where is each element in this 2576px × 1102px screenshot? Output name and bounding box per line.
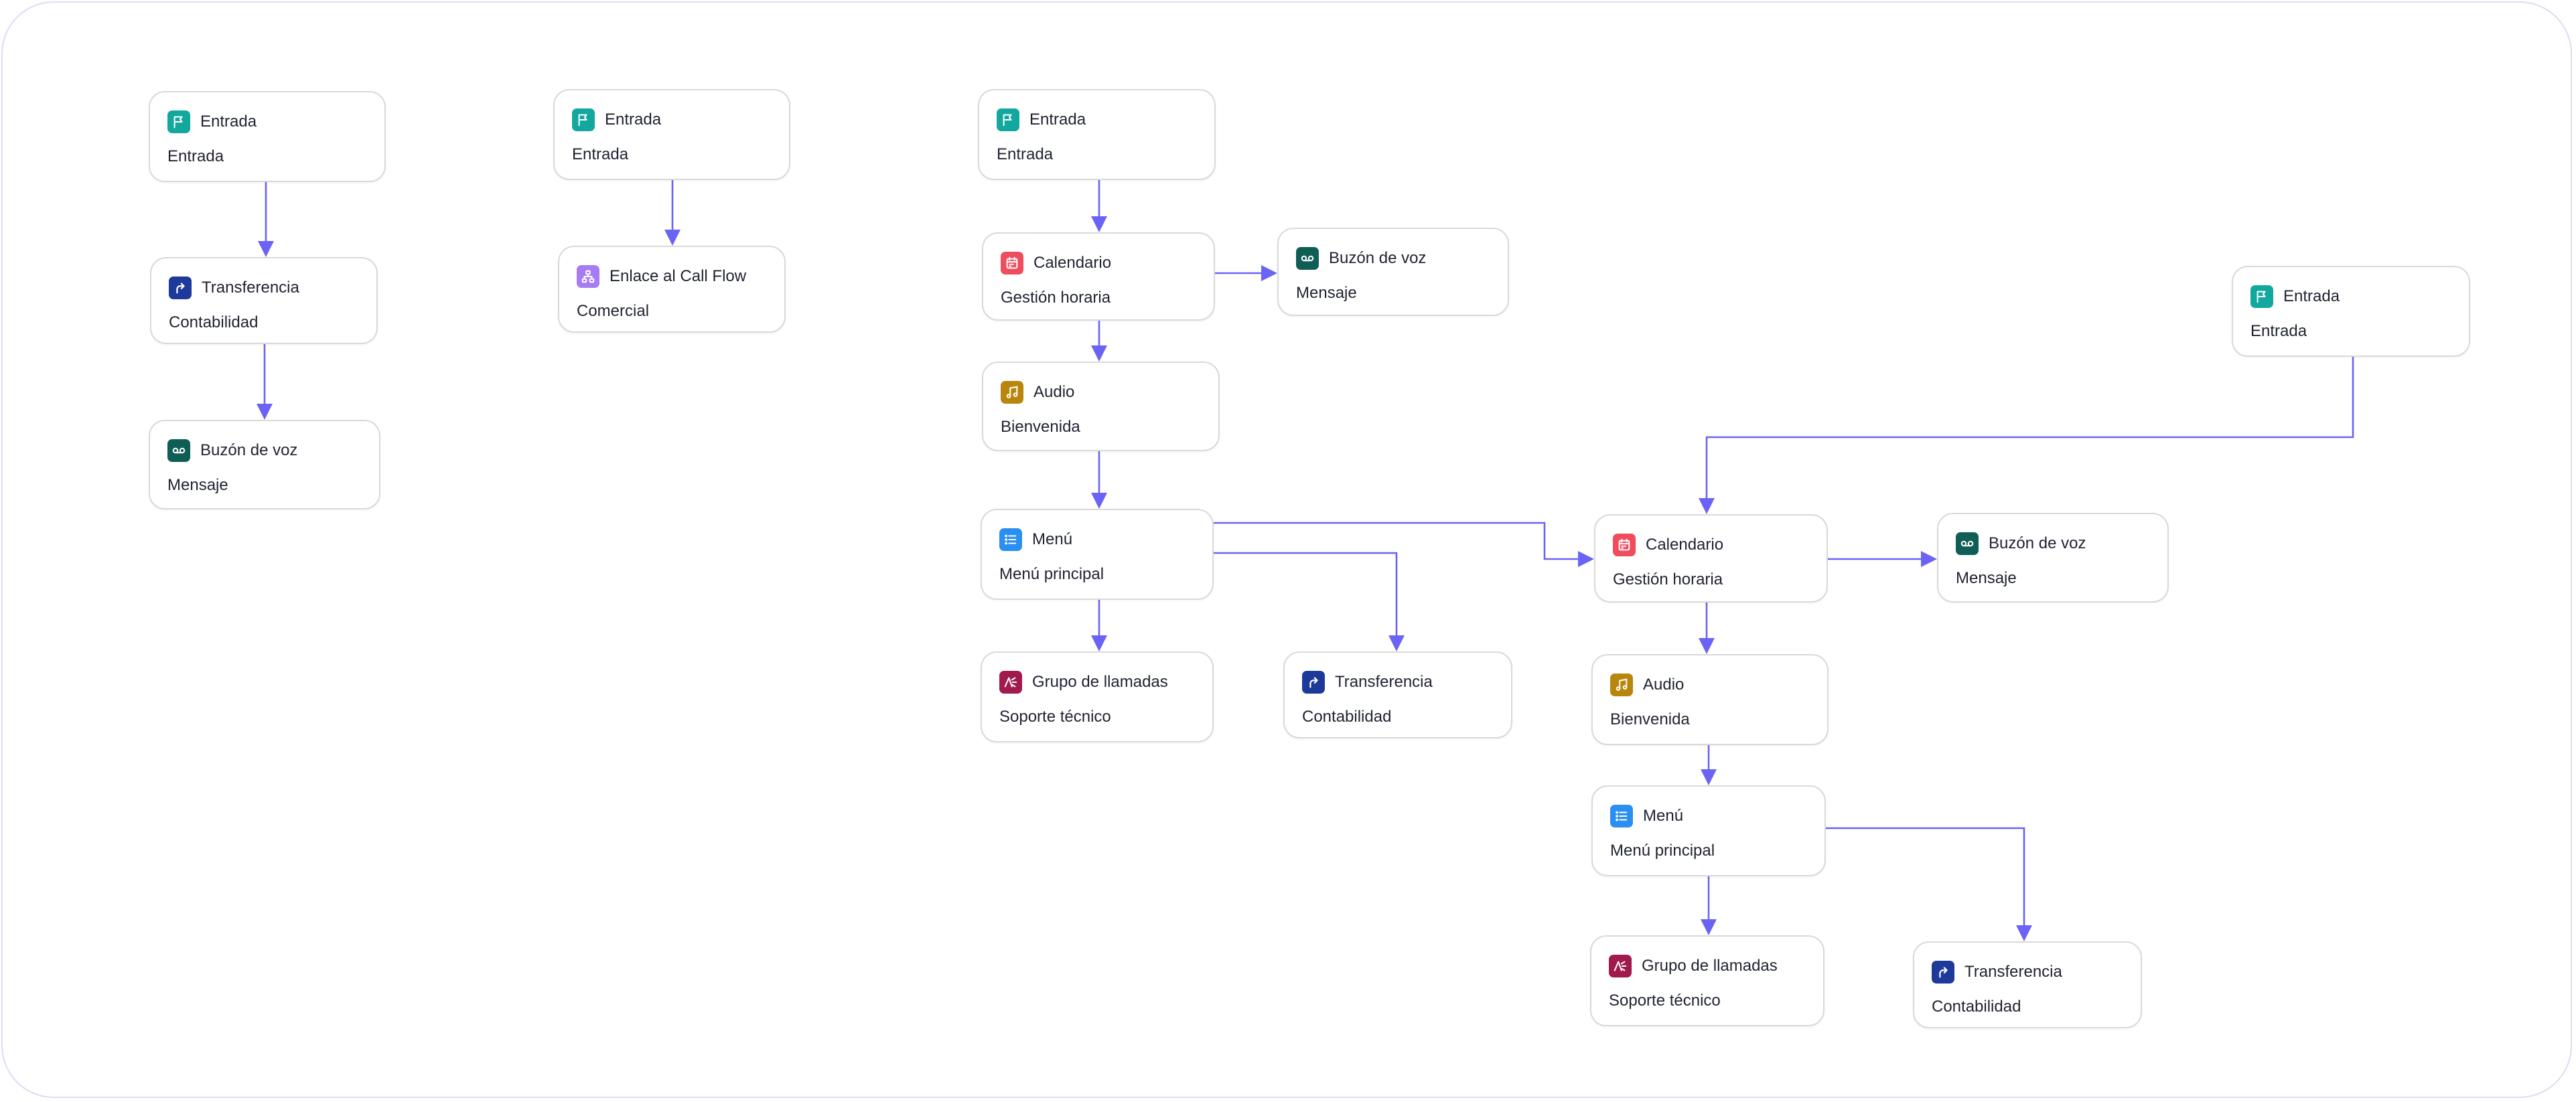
node-type-label: Enlace al Call Flow bbox=[610, 267, 747, 285]
node-header: Grupo de llamadas bbox=[1609, 955, 1778, 977]
node-name-label: Bienvenida bbox=[1610, 710, 1690, 728]
node-name-label: Mensaje bbox=[167, 476, 228, 494]
voicemail-icon bbox=[167, 439, 190, 462]
list-icon bbox=[1610, 805, 1633, 828]
node-header: Menú bbox=[1610, 805, 1683, 828]
node-name-label: Gestión horaria bbox=[1613, 570, 1723, 588]
node-name-label: Entrada bbox=[2250, 322, 2307, 340]
node-header: Audio bbox=[1001, 381, 1074, 404]
node-name-label: Mensaje bbox=[1296, 284, 1357, 302]
node-name-label: Soporte técnico bbox=[1609, 992, 1721, 1010]
node-header: Transferencia bbox=[1302, 671, 1433, 694]
node-header: Buzón de voz bbox=[1956, 532, 2086, 555]
node-type-label: Audio bbox=[1033, 383, 1075, 401]
node-header: Menú bbox=[999, 528, 1072, 551]
list-icon bbox=[999, 528, 1022, 551]
node-type-label: Grupo de llamadas bbox=[1642, 957, 1778, 975]
node-name-label: Comercial bbox=[577, 302, 650, 320]
node-header: Enlace al Call Flow bbox=[577, 265, 746, 288]
node-type-label: Entrada bbox=[605, 110, 662, 129]
transfer-arrow-icon bbox=[169, 277, 192, 299]
node-name-label: Entrada bbox=[572, 145, 629, 163]
call-flow-link-icon bbox=[577, 265, 599, 288]
transfer-arrow-icon bbox=[1932, 961, 1954, 983]
music-note-icon bbox=[1001, 381, 1023, 404]
calendar-icon bbox=[1001, 252, 1023, 274]
node-type-label: Transferencia bbox=[202, 279, 299, 297]
node-type-label: Calendario bbox=[1646, 536, 1724, 554]
node-name-label: Mensaje bbox=[1956, 569, 2017, 587]
node-name-label: Entrada bbox=[167, 147, 224, 165]
node-name-label: Menú principal bbox=[999, 565, 1104, 583]
node-name-label: Contabilidad bbox=[169, 313, 259, 331]
node-type-label: Calendario bbox=[1033, 254, 1112, 272]
node-type-label: Grupo de llamadas bbox=[1032, 673, 1168, 691]
node-header: Transferencia bbox=[169, 277, 299, 299]
node-header: Calendario bbox=[1001, 252, 1111, 274]
call-group-icon bbox=[999, 671, 1022, 694]
node-name-label: Contabilidad bbox=[1302, 708, 1392, 726]
node-name-label: Contabilidad bbox=[1932, 998, 2021, 1016]
node-header: Buzón de voz bbox=[167, 439, 297, 462]
node-type-label: Transferencia bbox=[1964, 963, 2062, 981]
node-header: Entrada bbox=[167, 110, 257, 133]
node-type-label: Entrada bbox=[1029, 110, 1086, 129]
music-note-icon bbox=[1610, 674, 1633, 696]
node-type-label: Audio bbox=[1643, 676, 1685, 694]
flag-icon bbox=[572, 108, 595, 131]
flag-icon bbox=[167, 110, 190, 133]
voicemail-icon bbox=[1296, 247, 1319, 270]
node-type-label: Menú bbox=[1643, 807, 1684, 825]
node-header: Audio bbox=[1610, 674, 1684, 696]
call-group-icon bbox=[1609, 955, 1632, 977]
node-name-label: Menú principal bbox=[1610, 842, 1715, 860]
node-type-label: Transferencia bbox=[1335, 673, 1433, 691]
node-name-label: Bienvenida bbox=[1001, 418, 1080, 436]
node-header: Transferencia bbox=[1932, 961, 2062, 983]
node-type-label: Entrada bbox=[2283, 287, 2340, 305]
node-name-label: Entrada bbox=[997, 145, 1054, 163]
node-type-label: Buzón de voz bbox=[200, 441, 298, 459]
node-type-label: Buzón de voz bbox=[1329, 249, 1427, 267]
node-header: Entrada bbox=[997, 108, 1086, 131]
node-header: Grupo de llamadas bbox=[999, 671, 1168, 694]
node-header: Calendario bbox=[1613, 534, 1723, 556]
node-header: Buzón de voz bbox=[1296, 247, 1426, 270]
node-name-label: Soporte técnico bbox=[999, 708, 1111, 726]
node-type-label: Menú bbox=[1032, 530, 1073, 548]
voicemail-icon bbox=[1956, 532, 1979, 555]
node-header: Entrada bbox=[572, 108, 661, 131]
flag-icon bbox=[2250, 285, 2273, 308]
node-type-label: Buzón de voz bbox=[1989, 534, 2086, 552]
calendar-icon bbox=[1613, 534, 1636, 556]
node-type-label: Entrada bbox=[200, 112, 257, 131]
transfer-arrow-icon bbox=[1302, 671, 1325, 694]
flag-icon bbox=[997, 108, 1019, 131]
node-header: Entrada bbox=[2250, 285, 2340, 308]
node-name-label: Gestión horaria bbox=[1001, 289, 1111, 307]
